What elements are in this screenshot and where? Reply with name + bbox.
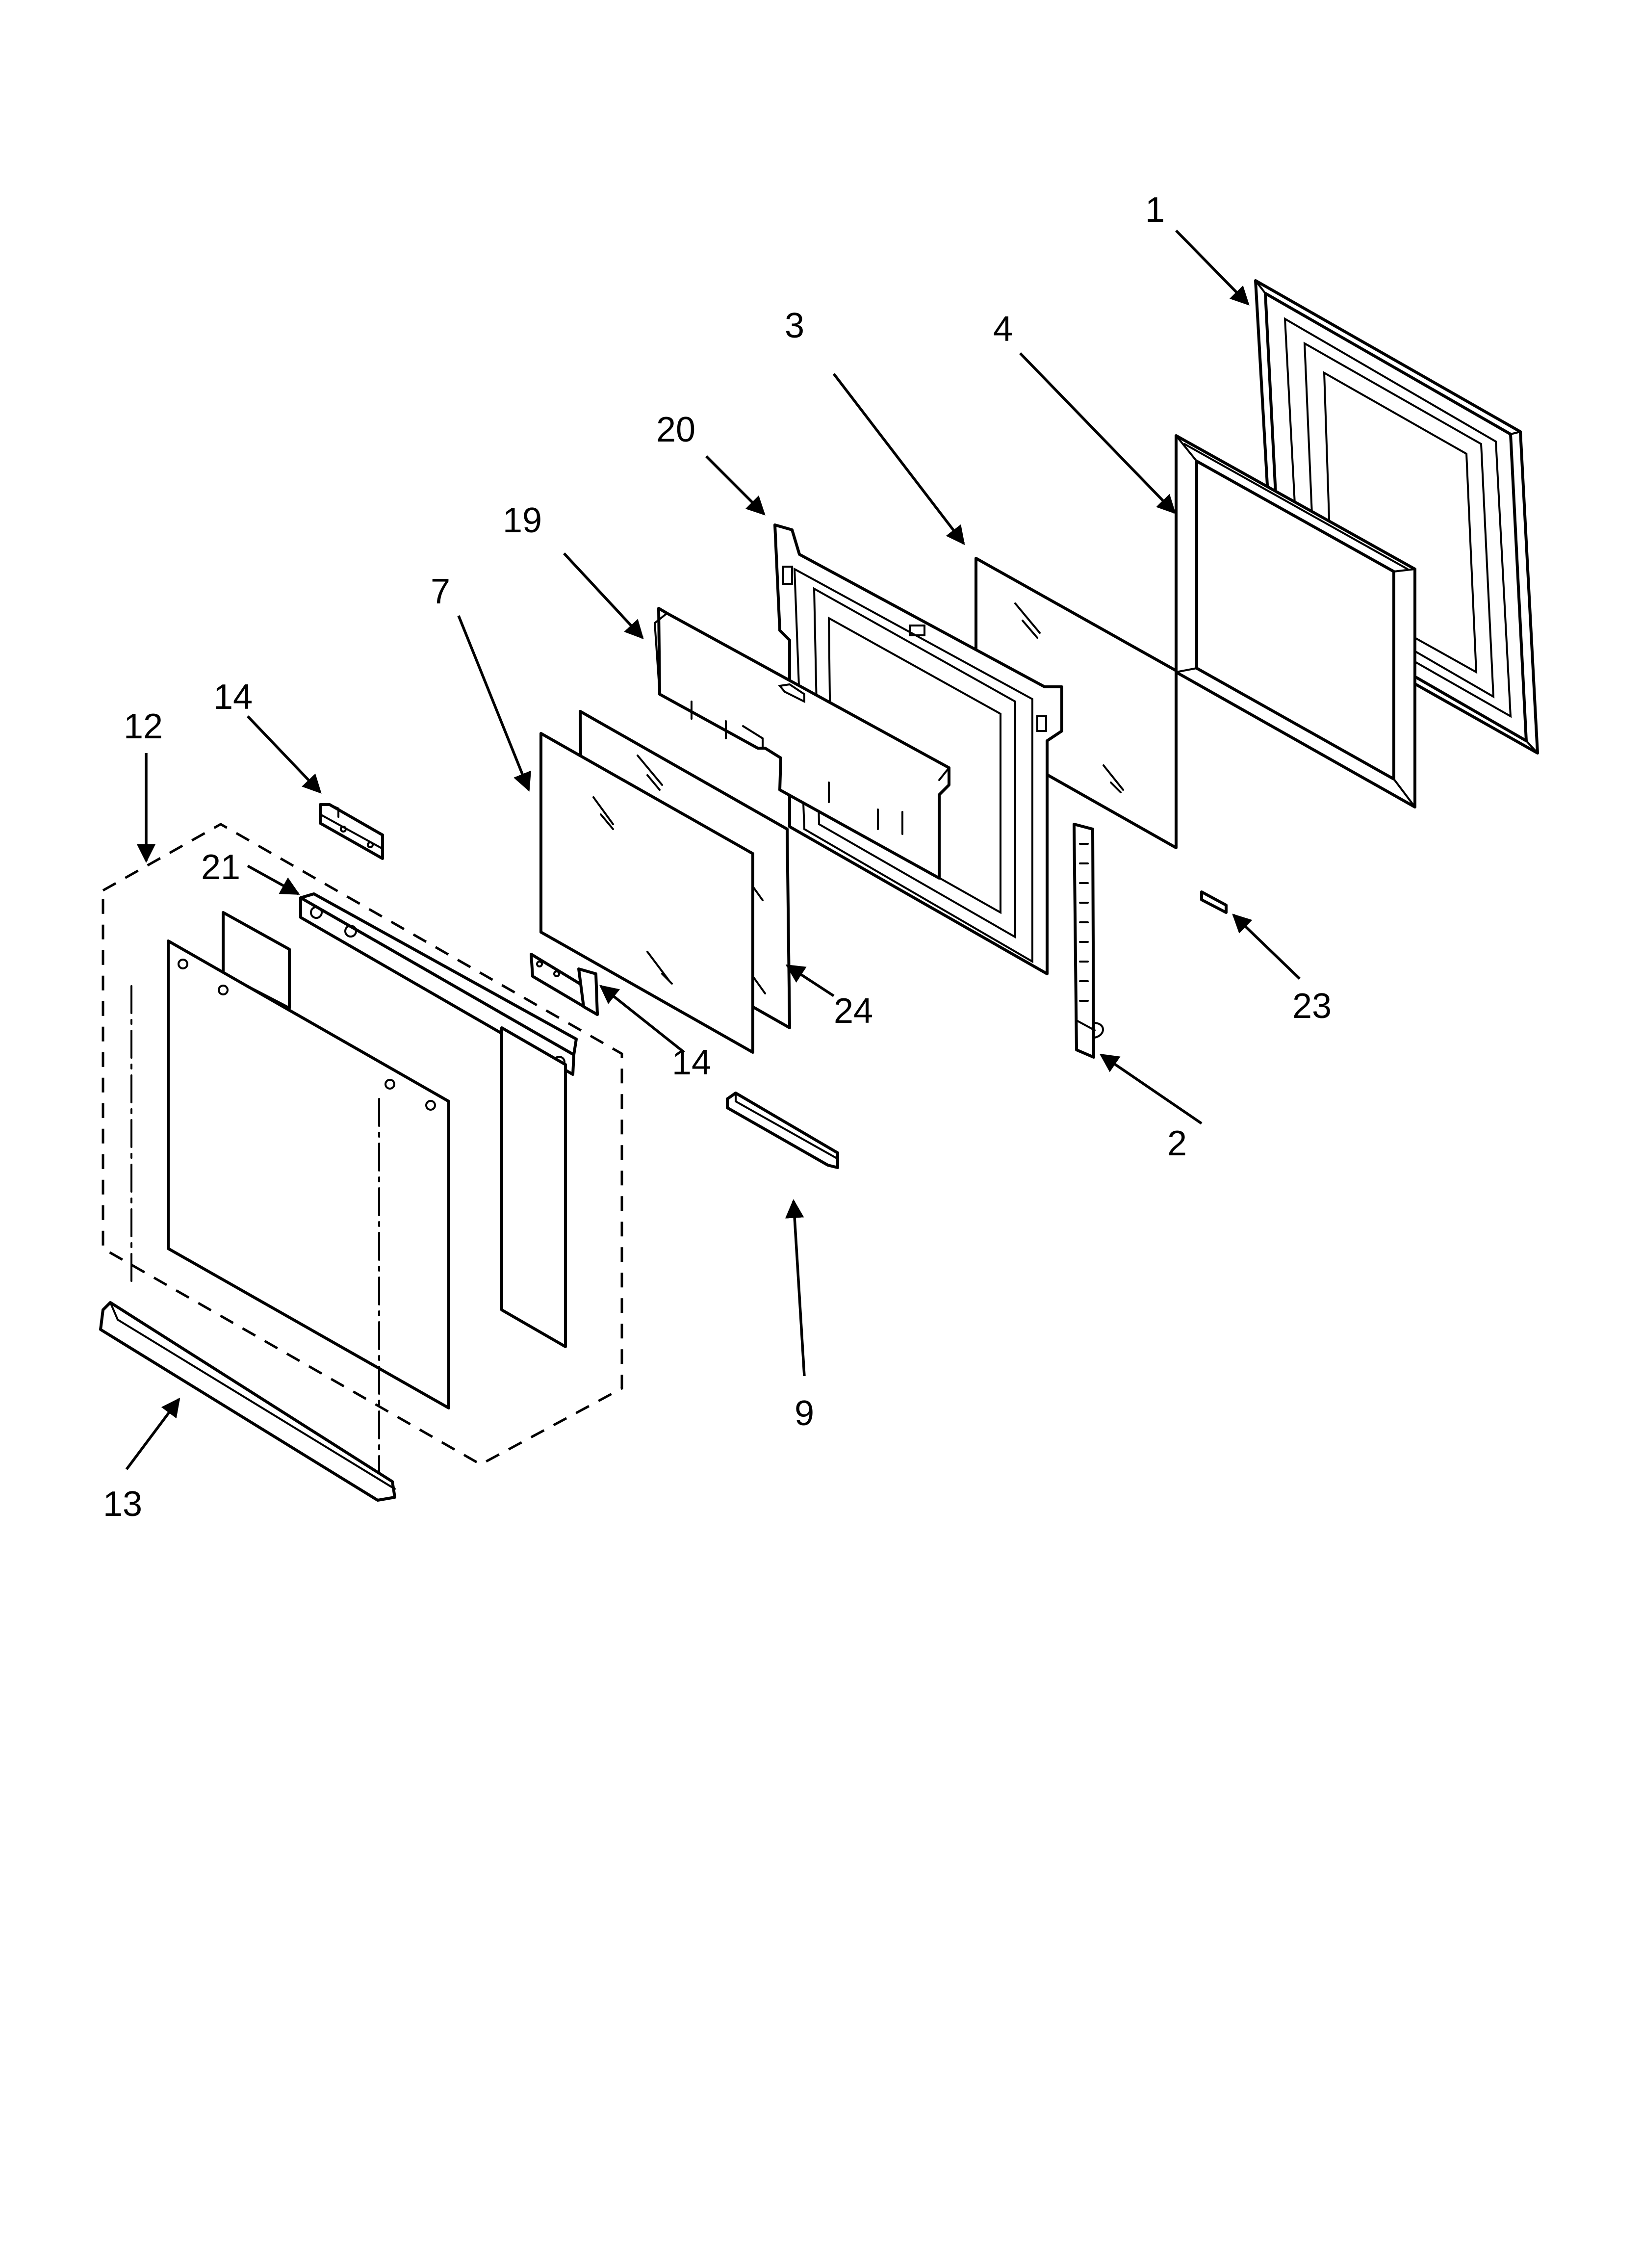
leader-2 xyxy=(1099,1053,1203,1125)
callout-20: 20 xyxy=(656,410,695,449)
callout-2: 2 xyxy=(1167,1124,1187,1163)
leader-24 xyxy=(785,964,835,997)
leader-23 xyxy=(1232,913,1301,980)
leader-13 xyxy=(125,1397,180,1470)
leader-9 xyxy=(785,1199,806,1377)
leader-7 xyxy=(457,615,531,792)
callout-24: 24 xyxy=(834,991,873,1031)
leader-19 xyxy=(563,552,644,639)
part-1-outer-door-frame xyxy=(1254,279,1539,755)
callout-7: 7 xyxy=(431,572,450,611)
leader-3 xyxy=(832,373,965,546)
part-12-door-panel-assembly xyxy=(102,823,623,1497)
part-9-trim-strip xyxy=(726,1092,839,1169)
leader-lines xyxy=(125,230,1301,1470)
leader-14-lower xyxy=(599,985,685,1054)
part-14-lower-bracket xyxy=(530,953,599,1016)
part-7-front-glass xyxy=(539,732,754,1054)
part-4-inner-frame xyxy=(1175,434,1416,808)
callout-19: 19 xyxy=(503,501,542,540)
callout-4: 4 xyxy=(993,310,1013,349)
callout-21: 21 xyxy=(201,848,240,887)
callout-labels: 1 2 3 4 7 9 12 13 14 14 19 20 21 23 24 xyxy=(103,190,1332,1524)
leader-1 xyxy=(1175,230,1250,306)
part-13-handle-trim xyxy=(99,1301,396,1502)
callout-13: 13 xyxy=(103,1485,142,1524)
callout-3: 3 xyxy=(785,306,804,345)
callout-14-upper: 14 xyxy=(213,678,253,717)
callout-12: 12 xyxy=(124,707,163,746)
callout-9: 9 xyxy=(795,1394,814,1433)
leader-4 xyxy=(1019,352,1176,514)
leader-14-upper xyxy=(247,715,322,794)
callout-23: 23 xyxy=(1292,987,1332,1026)
part-19-baffle xyxy=(653,607,950,880)
part-14-upper-bracket xyxy=(319,803,384,860)
leader-21 xyxy=(247,864,300,895)
part-2-hinge xyxy=(1073,823,1104,1059)
callout-14-lower: 14 xyxy=(672,1043,711,1082)
callout-1: 1 xyxy=(1145,190,1165,230)
part-23-clip xyxy=(1200,890,1228,914)
leader-20 xyxy=(705,455,766,516)
